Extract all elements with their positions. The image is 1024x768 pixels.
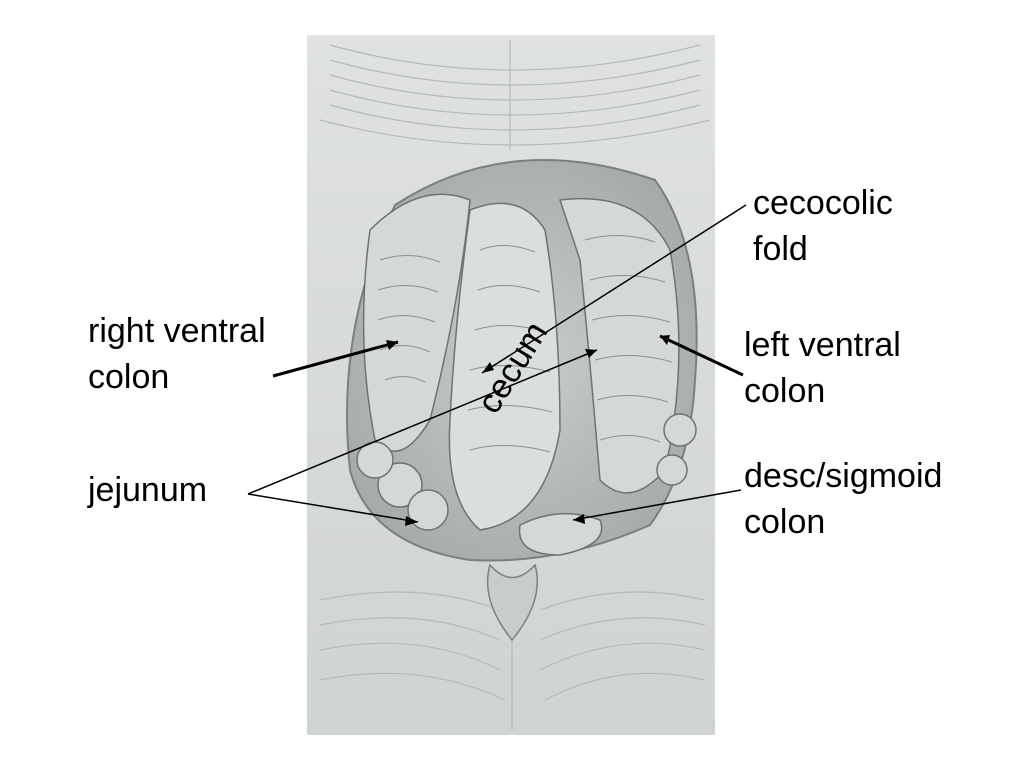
label-desc-sigmoid-colon-line2: colon [744, 503, 826, 541]
leader-jejunum-upper [247, 349, 598, 495]
haustra-lines [377, 234, 673, 453]
label-desc-sigmoid-colon: desc/sigmoid colon [744, 453, 942, 545]
arrowheads [386, 335, 670, 526]
label-right-ventral-colon: right ventral colon [88, 308, 266, 400]
upper-muscle-fibers [319, 40, 711, 150]
arrowhead-cecocolic [482, 362, 494, 373]
label-right-ventral-colon-line1: right ventral [88, 312, 266, 350]
label-cecocolic-fold: cecocolic fold [753, 180, 893, 272]
label-right-ventral-colon-line2: colon [88, 358, 170, 396]
label-jejunum: jejunum [88, 467, 207, 513]
label-cecocolic-fold-line1: cecocolic [753, 184, 893, 222]
label-jejunum-text: jejunum [88, 471, 208, 509]
label-left-ventral-colon: left ventral colon [744, 322, 901, 414]
label-left-ventral-colon-line2: colon [744, 372, 826, 410]
arrowhead-jejunum-lower [405, 516, 418, 526]
leader-desc-sigmoid-colon [572, 489, 742, 521]
label-desc-sigmoid-colon-line1: desc/sigmoid [744, 457, 943, 495]
leader-jejunum-lower [247, 493, 419, 523]
leader-lines [247, 204, 747, 523]
arrowhead-desc-sigmoid [573, 514, 585, 524]
label-cecocolic-fold-line2: fold [753, 230, 808, 268]
pelvic-region [486, 563, 539, 642]
lower-muscle-fibers [319, 590, 706, 730]
arrowhead-jejunum-upper [585, 349, 597, 358]
label-left-ventral-colon-line1: left ventral [744, 326, 901, 364]
leader-left-ventral-colon [659, 334, 744, 377]
leader-cecocolic-fold [481, 204, 747, 374]
arrowhead-right-ventral [386, 340, 398, 350]
arrowhead-left-ventral [660, 335, 670, 345]
leader-right-ventral-colon [272, 340, 399, 378]
